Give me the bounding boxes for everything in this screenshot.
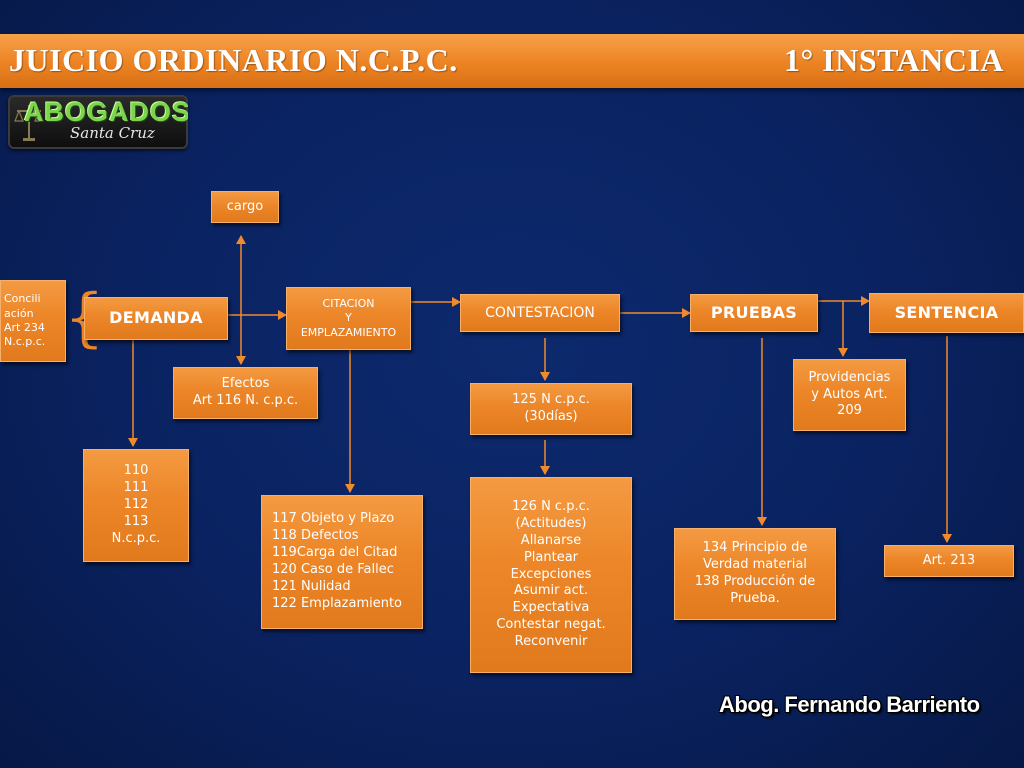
node-efectos: Efectos Art 116 N. c.p.c. xyxy=(173,367,318,419)
page-title: JUICIO ORDINARIO N.C.P.C. xyxy=(9,42,458,78)
node-demanda: DEMANDA xyxy=(84,297,228,340)
logo: ABOGADOS Santa Cruz xyxy=(8,95,188,149)
node-articulos-demanda: 110 111 112 113 N.c.p.c. xyxy=(83,449,189,562)
scales-of-justice-icon xyxy=(14,105,44,141)
node-citacion: CITACION Y EMPLAZAMIENTO xyxy=(286,287,411,350)
logo-subtext: Santa Cruz xyxy=(70,124,155,142)
node-conciliacion: Concili ación Art 234 N.c.p.c. xyxy=(0,280,66,362)
node-plazo-contestacion: 125 N c.p.c. (30días) xyxy=(470,383,632,435)
node-principio-verdad: 134 Principio de Verdad material 138 Pro… xyxy=(674,528,836,620)
logo-text: ABOGADOS xyxy=(24,97,188,127)
node-cargo: cargo xyxy=(211,191,279,223)
author-signature: Abog. Fernando Barriento xyxy=(719,692,980,717)
node-pruebas: PRUEBAS xyxy=(690,294,818,332)
node-sentencia: SENTENCIA xyxy=(869,293,1024,333)
node-providencias: Providencias y Autos Art. 209 xyxy=(793,359,906,431)
instance-label: 1° INSTANCIA xyxy=(783,42,1004,78)
title-bar: JUICIO ORDINARIO N.C.P.C. 1° INSTANCIA xyxy=(0,34,1024,88)
node-articulos-citacion: 117 Objeto y Plazo 118 Defectos 119Carga… xyxy=(261,495,423,629)
node-actitudes: 126 N c.p.c. (Actitudes) Allanarse Plant… xyxy=(470,477,632,673)
node-contestacion: CONTESTACION xyxy=(460,294,620,332)
node-art-213: Art. 213 xyxy=(884,545,1014,577)
